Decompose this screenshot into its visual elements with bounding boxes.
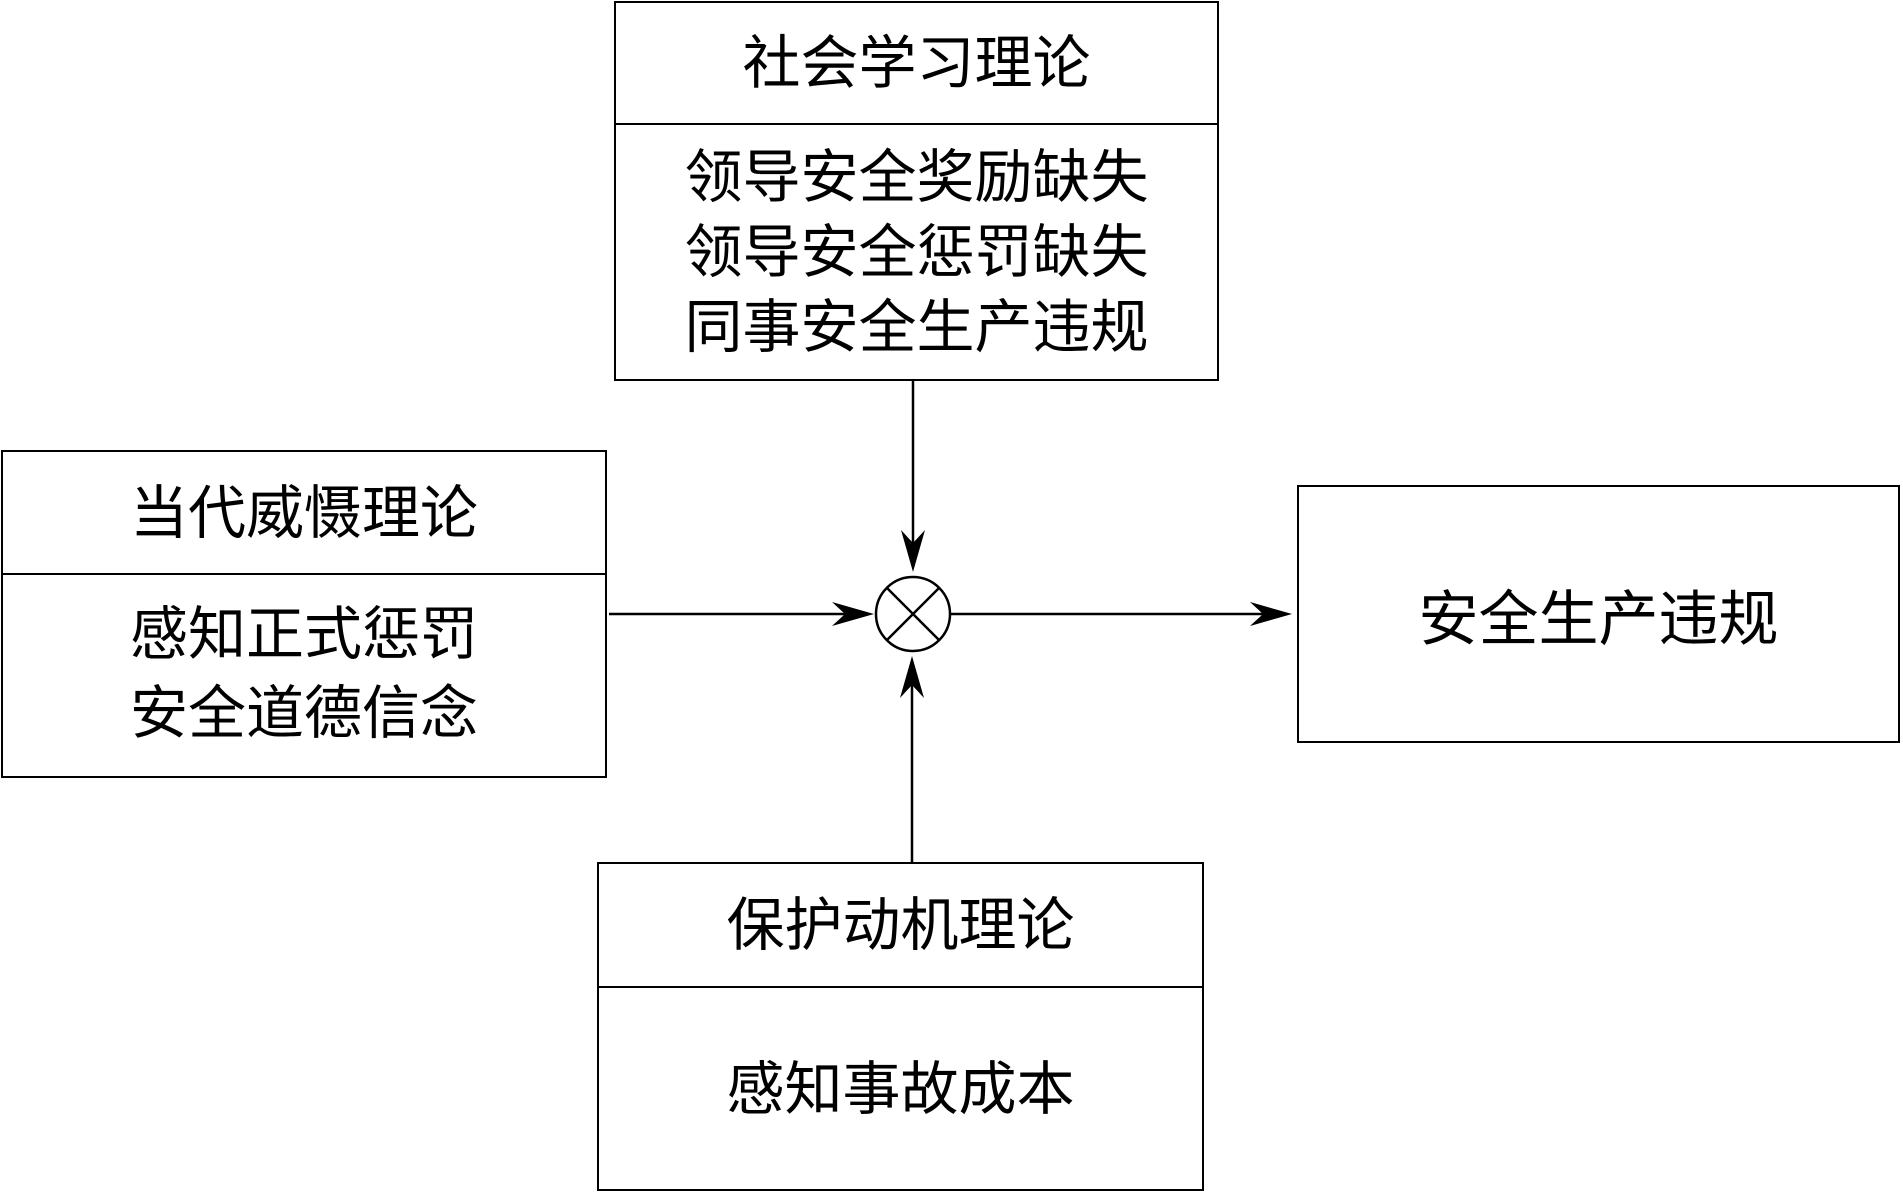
multiply-circle-icon [874, 575, 952, 653]
factor-leader-safety-reward-absence: 领导安全奖励缺失 [684, 143, 1149, 211]
social-learning-factors: 领导安全奖励缺失 领导安全惩罚缺失 同事安全生产违规 [616, 125, 1217, 379]
arrowhead-from-protection-motivation [900, 656, 924, 698]
protection-motivation-factors: 感知事故成本 [599, 988, 1202, 1189]
social-learning-theory-title: 社会学习理论 [616, 3, 1217, 125]
outcome-label: 安全生产违规 [1418, 584, 1779, 655]
social-learning-theory-box: 社会学习理论 领导安全奖励缺失 领导安全惩罚缺失 同事安全生产违规 [614, 1, 1219, 381]
deterrence-theory-box: 当代威慑理论 感知正式惩罚 安全道德信念 [1, 450, 607, 778]
arrowhead-from-deterrence [832, 602, 874, 626]
protection-motivation-theory-box: 保护动机理论 感知事故成本 [597, 862, 1204, 1191]
arrowhead-from-social-learning [901, 530, 925, 572]
factor-perceived-formal-punishment: 感知正式惩罚 [129, 599, 478, 668]
factor-perceived-accident-cost: 感知事故成本 [726, 1054, 1075, 1123]
safety-violation-outcome-box: 安全生产违规 [1297, 485, 1900, 743]
deterrence-factors: 感知正式惩罚 安全道德信念 [3, 575, 605, 776]
factor-leader-safety-punishment-absence: 领导安全惩罚缺失 [684, 218, 1149, 286]
deterrence-theory-title: 当代威慑理论 [3, 452, 605, 575]
factor-coworker-safety-violation: 同事安全生产违规 [684, 293, 1149, 361]
protection-motivation-theory-title: 保护动机理论 [599, 864, 1202, 988]
factor-safety-moral-belief: 安全道德信念 [129, 679, 478, 748]
arrowhead-to-outcome [1250, 602, 1292, 626]
